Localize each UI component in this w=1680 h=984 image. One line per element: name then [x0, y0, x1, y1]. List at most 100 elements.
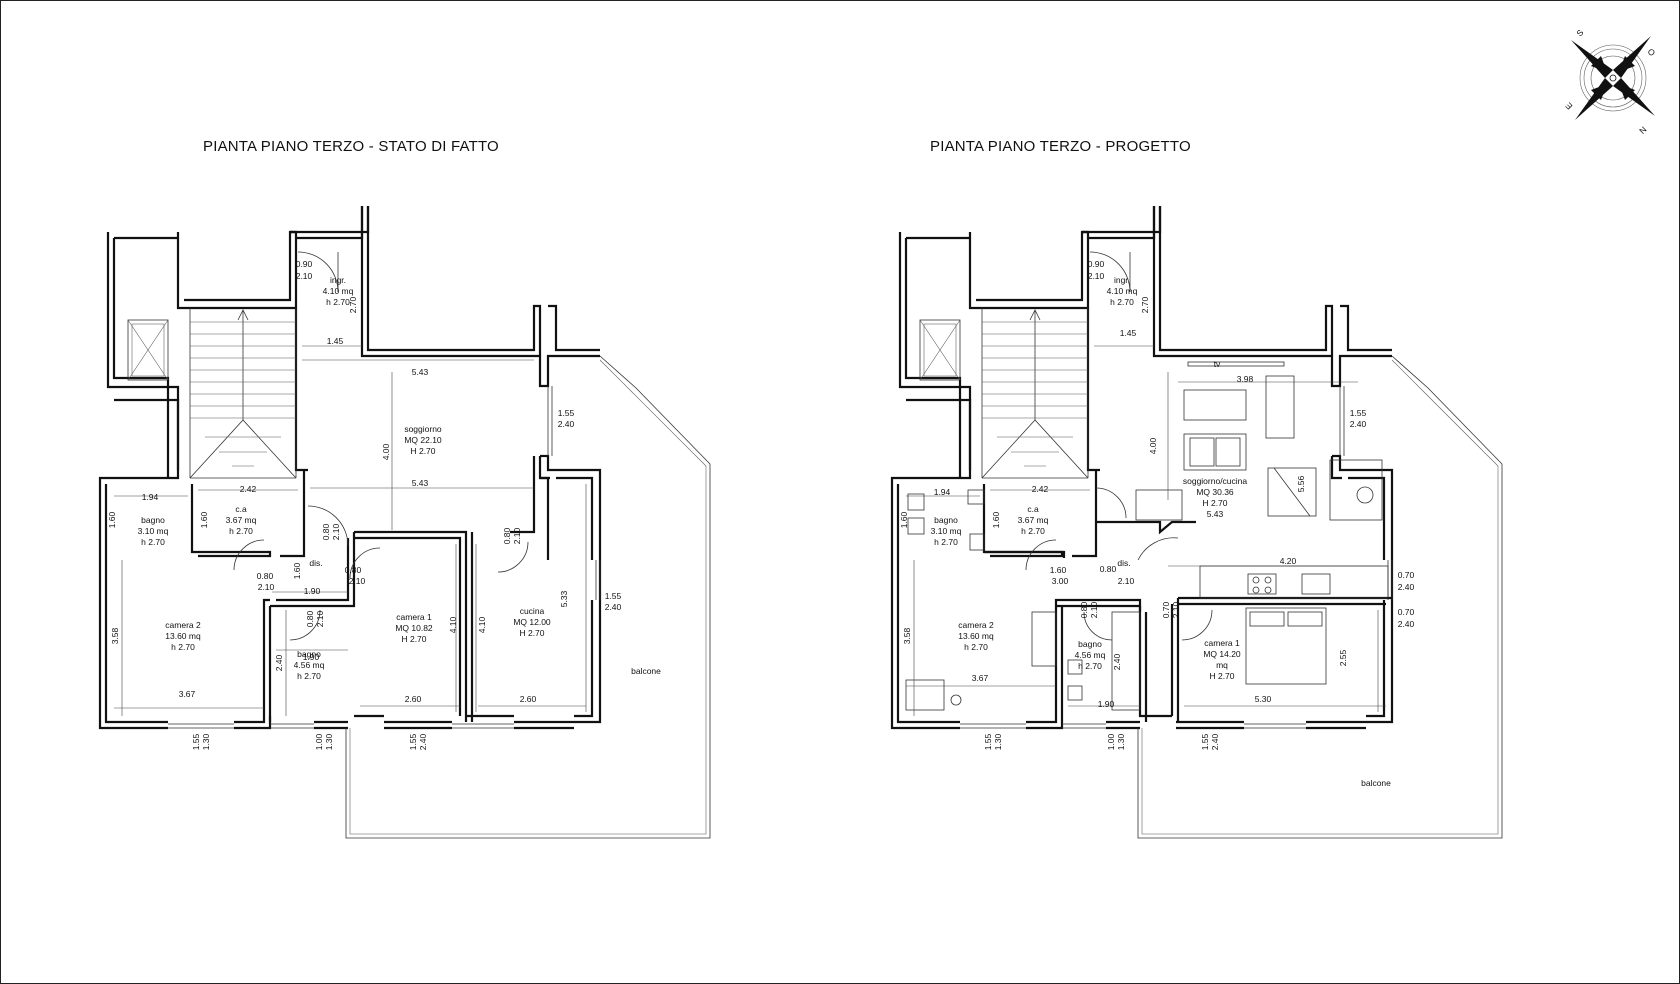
room-label-camera2: h 2.70 — [171, 642, 195, 652]
dimension-label: 0.90 — [1088, 259, 1105, 269]
dimension-label: 1.90 — [303, 652, 320, 662]
compass-letter-s: S — [1574, 27, 1585, 38]
room-label-bagno2: h 2.70 — [297, 671, 321, 681]
room-label-ingr: ingr. — [330, 275, 346, 285]
dimension-label: 1.55 — [1350, 408, 1367, 418]
dimension-label: 2.10 — [1089, 601, 1099, 618]
compass-letter-o: O — [1646, 46, 1658, 58]
dimension-label: 2.40 — [1398, 619, 1415, 629]
dimension-label: 1.94 — [934, 487, 951, 497]
dimension-label: 5.43 — [412, 478, 429, 488]
dimension-label: 1.30 — [993, 733, 1003, 750]
dimension-label: 3.58 — [902, 627, 912, 644]
dimension-label: 1.00 — [314, 733, 324, 750]
dimension-label: 4.00 — [1148, 437, 1158, 454]
room-label-soggiorno: soggiorno — [404, 424, 442, 434]
dimension-label: 1.45 — [1120, 328, 1137, 338]
room-label-soggiorno: MQ 22.10 — [404, 435, 442, 445]
dimension-label: 1.60 — [899, 511, 909, 528]
dimension-label: 1.60 — [1050, 565, 1067, 575]
dimension-label: 1.55 — [1200, 733, 1210, 750]
room-label-camera2: h 2.70 — [964, 642, 988, 652]
dimension-label: 2.10 — [1171, 601, 1181, 618]
dimension-label: 0.80 — [502, 527, 512, 544]
dimension-label: 2.10 — [512, 527, 522, 544]
dimension-label: 0.80 — [1079, 601, 1089, 618]
room-label-ingr: 4.10 mq — [1107, 286, 1138, 296]
room-label-camera1: mq — [1216, 660, 1228, 670]
dimension-label: 2.10 — [1088, 271, 1105, 281]
dimension-label: 0.80 — [1100, 564, 1117, 574]
room-label-bagno1: h 2.70 — [934, 537, 958, 547]
dimension-label: 2.60 — [405, 694, 422, 704]
dimension-label: 1.60 — [107, 511, 117, 528]
dimension-label: 4.10 — [477, 616, 487, 633]
dimension-label: 2.10 — [349, 576, 366, 586]
dimension-label: 4.00 — [381, 443, 391, 460]
room-label-camera1: camera 1 — [1204, 638, 1240, 648]
compass-letter-e: E — [1563, 100, 1574, 111]
room-label-ca: 3.67 mq — [1018, 515, 1049, 525]
room-label-ca: h 2.70 — [1021, 526, 1045, 536]
dimension-label: 1.55 — [408, 733, 418, 750]
dimension-label: 2.10 — [315, 610, 325, 627]
room-label-ingr: 4.10 mq — [323, 286, 354, 296]
dimension-label: 2.42 — [1032, 484, 1049, 494]
dimension-label: 1.55 — [983, 733, 993, 750]
room-label-cucina: cucina — [520, 606, 545, 616]
dimension-label: 1.94 — [142, 492, 159, 502]
room-label-camera1: H 2.70 — [401, 634, 426, 644]
room-label-soggiorno: H 2.70 — [410, 446, 435, 456]
room-label-bagno2: bagno — [297, 649, 321, 659]
room-label-cucina: H 2.70 — [519, 628, 544, 638]
room-label-bagno1: h 2.70 — [141, 537, 165, 547]
dimension-label: 2.42 — [240, 484, 257, 494]
room-label-ca: h 2.70 — [229, 526, 253, 536]
dimension-label: 2.10 — [258, 582, 275, 592]
dimension-label: 0.70 — [1398, 607, 1415, 617]
room-label-ingr: h 2.70 — [1110, 297, 1134, 307]
dimension-label: 2.40 — [1112, 653, 1122, 670]
room-label-camera2: camera 2 — [958, 620, 994, 630]
dimension-label: 1.55 — [605, 591, 622, 601]
dimension-label: 0.80 — [321, 523, 331, 540]
dimension-label: 1.60 — [199, 511, 209, 528]
dimension-label: 2.40 — [1398, 582, 1415, 592]
dimension-label: 3.98 — [1237, 374, 1254, 384]
dimension-label: 1.60 — [292, 562, 302, 579]
dimension-label: 5.33 — [559, 590, 569, 607]
dimension-label: 3.67 — [179, 689, 196, 699]
dimension-label: 4.10 — [448, 616, 458, 633]
dimension-label: 2.60 — [520, 694, 537, 704]
dimension-label: 2.70 — [1140, 296, 1150, 313]
dimension-label: 3.58 — [110, 627, 120, 644]
room-label-bagno2: h 2.70 — [1078, 661, 1102, 671]
dimension-label: 5.30 — [1255, 694, 1272, 704]
room-label-dis: dis. — [1117, 558, 1130, 568]
dimension-label: 1.30 — [324, 733, 334, 750]
room-label-soggiorno: H 2.70 — [1202, 498, 1227, 508]
dimension-label: 0.80 — [305, 610, 315, 627]
room-label-camera1: camera 1 — [396, 612, 432, 622]
dimension-label: 2.40 — [274, 654, 284, 671]
dimension-label: 2.10 — [331, 523, 341, 540]
room-label-camera2: 13.60 mq — [958, 631, 994, 641]
room-label-bagno2: 4.56 mq — [294, 660, 325, 670]
room-label-balcone: balcone — [631, 666, 661, 676]
dimension-label: 1.60 — [991, 511, 1001, 528]
room-label-ca: c.a — [1027, 504, 1039, 514]
dimension-label: 2.10 — [1118, 576, 1135, 586]
room-label-soggiorno: soggiorno/cucina — [1183, 476, 1248, 486]
dimension-label: 2.70 — [348, 296, 358, 313]
room-label-bagno2: 4.56 mq — [1075, 650, 1106, 660]
room-label-camera2: camera 2 — [165, 620, 201, 630]
dimension-label: 3.67 — [972, 673, 989, 683]
dimension-label: 1.55 — [191, 733, 201, 750]
room-label-camera2: 13.60 mq — [165, 631, 201, 641]
room-label-camera1: MQ 10.82 — [395, 623, 433, 633]
dimension-label: 1.45 — [327, 336, 344, 346]
